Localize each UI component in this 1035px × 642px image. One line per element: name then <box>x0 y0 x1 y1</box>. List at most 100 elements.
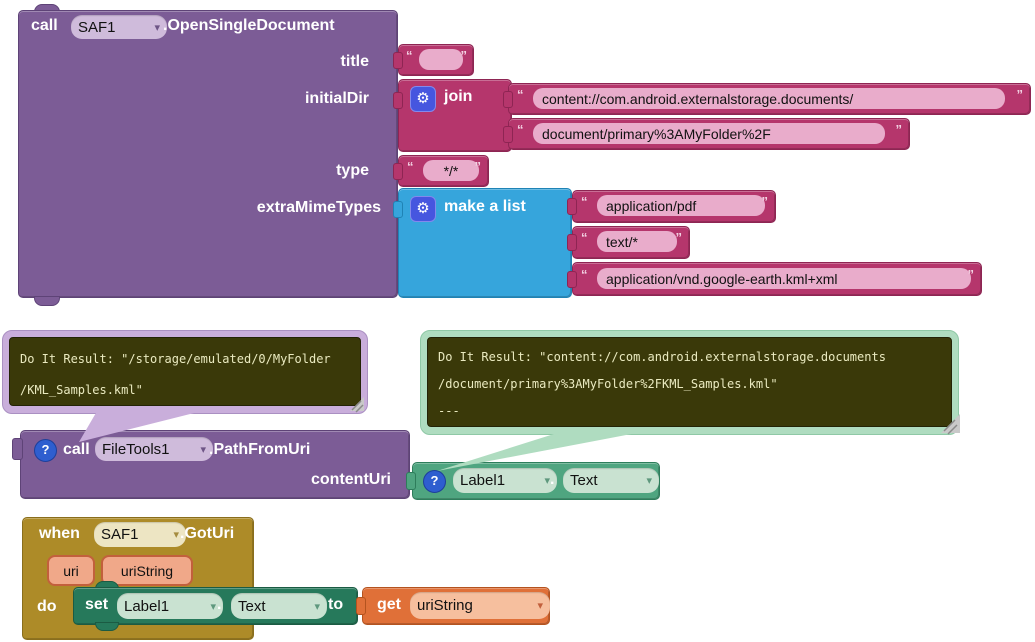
event-param-uri[interactable]: uri <box>47 555 95 586</box>
label1-text-getter-block[interactable]: ? Label1 ▾ . Text ▾ <box>406 462 660 500</box>
property-dropdown-text[interactable]: Text ▾ <box>563 468 659 493</box>
param-title-label: title <box>340 53 369 70</box>
property-dropdown-text-set[interactable]: Text ▾ <box>231 593 327 619</box>
mime-string-3-block[interactable]: “ application/vnd.google-earth.kml+xml ” <box>567 262 982 296</box>
left-plug <box>567 234 577 251</box>
open-quote: “ <box>581 230 588 245</box>
open-quote: “ <box>517 87 524 102</box>
component-dropdown-label: Label1 <box>124 597 170 615</box>
param-extramimetypes-label: extraMimeTypes <box>256 199 381 216</box>
close-quote: ” <box>474 159 482 174</box>
left-plug <box>503 126 513 143</box>
close-quote: ” <box>895 122 903 137</box>
do-label: do <box>37 598 57 615</box>
to-label: to <box>328 596 344 613</box>
property-dropdown-label: Text <box>238 597 266 615</box>
chevron-down-icon: ▾ <box>314 600 320 613</box>
call-path-from-uri-block[interactable]: ? call FileTools1 ▾ .PathFromUri content… <box>12 430 410 499</box>
set-label: set <box>85 596 109 613</box>
when-label: when <box>39 525 80 542</box>
bottom-connector-bump <box>34 296 60 306</box>
left-plug <box>503 91 513 108</box>
set-label1-text-block[interactable]: set Label1 ▾ . Text ▾ to <box>73 587 358 625</box>
chevron-down-icon: ▾ <box>173 529 179 541</box>
component-dropdown-label1[interactable]: Label1 ▾ <box>453 468 557 493</box>
help-icon[interactable]: ? <box>423 470 446 493</box>
close-quote: ” <box>675 230 683 245</box>
component-dropdown-label: SAF1 <box>101 526 139 543</box>
open-quote: “ <box>407 159 414 174</box>
mime-string-2-field[interactable]: text/* <box>597 231 677 252</box>
make-a-list-block[interactable]: ⚙ make a list <box>393 188 572 298</box>
mime-string-2-block[interactable]: “ text/* ” <box>567 226 690 259</box>
property-dropdown-label: Text <box>570 472 598 489</box>
doit-comment-left[interactable]: Do It Result: "/storage/emulated/0/MyFol… <box>2 330 368 414</box>
chevron-down-icon: ▾ <box>646 475 652 487</box>
close-quote: ” <box>761 194 769 209</box>
join-label: join <box>444 88 473 105</box>
join-string-1-block[interactable]: “ content://com.android.externalstorage.… <box>503 83 1031 115</box>
variable-dropdown-uristring[interactable]: uriString ▾ <box>410 592 550 619</box>
param-initialdir-label: initialDir <box>304 90 369 107</box>
left-plug <box>393 92 403 109</box>
component-dropdown-label1-set[interactable]: Label1 ▾ <box>117 593 223 619</box>
call-label: call <box>31 17 58 34</box>
chevron-down-icon: ▾ <box>544 475 550 487</box>
chevron-down-icon: ▾ <box>537 600 543 612</box>
close-quote: ” <box>1016 87 1024 102</box>
type-text-block[interactable]: “ */* ” <box>393 155 489 187</box>
param-contenturi-label: contentUri <box>311 471 391 488</box>
bottom-connector-bump <box>95 622 119 631</box>
open-quote: “ <box>581 194 588 209</box>
dot-separator: . <box>550 471 555 488</box>
mime-string-1-block[interactable]: “ application/pdf ” <box>567 190 776 223</box>
component-dropdown-filetools1[interactable]: FileTools1 ▾ <box>95 437 213 461</box>
mutator-gear-icon[interactable]: ⚙ <box>410 86 436 112</box>
close-quote: ” <box>460 48 468 63</box>
call-open-single-document-block[interactable]: call SAF1 ▾ .OpenSingleDocument title in… <box>18 10 398 298</box>
join-string-2-field[interactable]: document/primary%3AMyFolder%2F <box>533 123 885 144</box>
doit-comment-right-text: Do It Result: "content://com.android.ext… <box>427 337 952 427</box>
make-a-list-label: make a list <box>444 198 526 215</box>
join-string-1-field[interactable]: content://com.android.externalstorage.do… <box>533 88 1005 109</box>
close-quote: ” <box>967 267 975 282</box>
open-quote: “ <box>581 267 588 282</box>
event-param-uristring[interactable]: uriString <box>101 555 193 586</box>
type-text-field[interactable]: */* <box>423 160 479 181</box>
left-plug <box>567 198 577 215</box>
left-plug <box>406 472 416 490</box>
variable-dropdown-label: uriString <box>417 597 473 614</box>
left-plug <box>12 438 23 460</box>
chevron-down-icon: ▾ <box>200 443 206 456</box>
method-name: .PathFromUri <box>209 441 311 458</box>
mutator-gear-icon[interactable]: ⚙ <box>410 196 436 222</box>
when-got-uri-block[interactable]: when SAF1 ▾ .GotUri uri uriString do <box>22 517 254 640</box>
event-name: .GotUri <box>180 525 235 542</box>
mime-string-3-field[interactable]: application/vnd.google-earth.kml+xml <box>597 268 971 289</box>
join-string-2-block[interactable]: “ document/primary%3AMyFolder%2F ” <box>503 118 910 150</box>
call-label: call <box>63 441 90 458</box>
component-dropdown-label: Label1 <box>460 472 506 489</box>
dot-separator: . <box>217 596 222 613</box>
param-type-label: type <box>336 162 369 179</box>
component-dropdown-saf1-event[interactable]: SAF1 ▾ <box>94 522 186 547</box>
doit-comment-left-text: Do It Result: "/storage/emulated/0/MyFol… <box>9 337 361 406</box>
method-name: .OpenSingleDocument <box>163 17 335 34</box>
left-plug <box>393 163 403 180</box>
chevron-down-icon: ▾ <box>154 21 160 34</box>
help-icon[interactable]: ? <box>34 439 57 462</box>
open-quote: “ <box>517 122 524 137</box>
left-plug <box>356 597 366 615</box>
title-text-block[interactable]: “ ” <box>393 44 474 76</box>
component-dropdown-saf1[interactable]: SAF1 ▾ <box>71 15 167 39</box>
open-quote: “ <box>406 48 413 63</box>
join-block[interactable]: ⚙ join <box>393 79 512 152</box>
title-text-field[interactable] <box>419 49 463 70</box>
get-uristring-block[interactable]: get uriString ▾ <box>356 587 550 625</box>
mime-string-1-field[interactable]: application/pdf <box>597 195 765 216</box>
component-dropdown-label: SAF1 <box>78 18 116 36</box>
component-dropdown-label: FileTools1 <box>102 440 170 458</box>
doit-comment-right[interactable]: Do It Result: "content://com.android.ext… <box>420 330 959 435</box>
left-plug <box>567 271 577 288</box>
